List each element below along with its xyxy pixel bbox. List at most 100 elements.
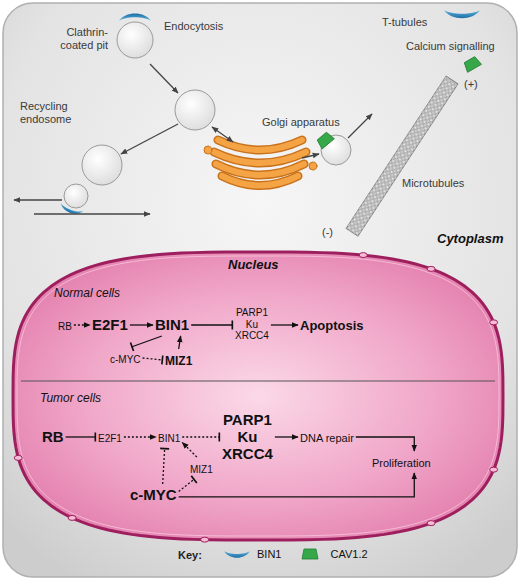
nuclear-pore (490, 320, 498, 325)
trafficking-arrow (14, 64, 372, 214)
vesicle (82, 145, 122, 185)
node-text: Cytoplasm (437, 232, 503, 247)
golgi-apparatus (216, 164, 304, 175)
microtubule (346, 76, 458, 236)
node-text: E2F1 (98, 433, 122, 445)
nuclear-pore (201, 537, 209, 542)
outcome-label: Apoptosis (300, 316, 364, 334)
part-label: Microtubules (402, 177, 464, 190)
activation-connector (182, 442, 197, 457)
gene-label: RB (58, 316, 72, 334)
activation-connector (130, 324, 153, 325)
vesicle (64, 184, 88, 208)
microtubule (346, 76, 458, 236)
node-text: RB (42, 428, 64, 445)
inhibition-connector (182, 436, 220, 437)
part-label: Calcium signalling (406, 40, 495, 53)
part-label: Clathrin-coated pit (44, 26, 108, 52)
nuclear-pore (427, 521, 435, 526)
endosome-bin1 (59, 203, 84, 217)
node-text: MIZ1 (190, 464, 213, 476)
outcome-label: Proliferation (372, 453, 431, 471)
part-label: Golgi apparatus (262, 116, 340, 129)
gene-label: MIZ1 (165, 351, 192, 369)
inhibition-connector (191, 324, 233, 325)
activation-connector (356, 437, 414, 451)
outcome-label: DNA repair (300, 428, 354, 446)
trafficking-arrow (348, 114, 372, 138)
golgi-apparatus (214, 152, 306, 163)
golgi-apparatus (309, 162, 317, 170)
node-text: PARP1 Ku XRCC4 (222, 411, 273, 463)
bin1-symbol (224, 551, 250, 558)
golgi-apparatus (204, 140, 317, 186)
legend: BIN1 CAV1.2 (222, 547, 382, 561)
node-text: c-MYC (110, 354, 141, 366)
tumor-cells-panel: Tumor cellsRB E2F1 BIN1MIZ1 PARP1 Ku XRCC4 D… (36, 390, 476, 520)
membrane-bin1 (119, 14, 151, 22)
nuclear-envelope (13, 252, 503, 540)
activation-connector (271, 324, 298, 325)
gene-label: BIN1 (155, 316, 189, 334)
node-text: DNA repair (300, 432, 354, 445)
part-label: (-) (322, 226, 333, 239)
golgi-apparatus (204, 146, 212, 154)
nuclear-pore (359, 253, 367, 258)
part-label: Endocytosis (164, 20, 223, 33)
trafficking-arrow (121, 124, 178, 154)
golgi-apparatus (216, 164, 304, 175)
node-text: Apoptosis (300, 319, 364, 334)
normal-cells-panel: Normal cellsRBE2F1BIN1c-MYCMIZ1PARP1 Ku … (50, 287, 470, 372)
nuclear-pore (490, 467, 498, 472)
trafficking-arrow (34, 213, 150, 214)
trafficking-arrow (212, 127, 233, 142)
microtubule (346, 76, 458, 236)
gene-label: E2F1 (92, 316, 128, 334)
node-text: MIZ1 (165, 355, 192, 369)
node-text: E2F1 (92, 316, 128, 333)
vesicle (175, 90, 215, 130)
vesicle (117, 22, 153, 58)
cav12-channel (316, 56, 482, 149)
golgi-apparatus (218, 140, 302, 150)
node-text: Tumor cells (40, 392, 101, 406)
node-text: Nucleus (228, 258, 279, 273)
part-label: Recycling endosome (20, 100, 82, 126)
cav12-channel (316, 131, 335, 149)
gene-label: c-MYC (110, 349, 141, 367)
gene-label: c-MYC (130, 486, 177, 504)
activation-connector (124, 436, 156, 437)
inhibition-connector (66, 436, 96, 437)
membrane-bin1 (444, 10, 480, 18)
trafficking-arrow (150, 64, 178, 93)
part-label: T-tubules (382, 16, 427, 29)
inhibition-connector (143, 358, 163, 360)
part-label: Key: (178, 549, 202, 562)
legend-text: CAV1.2 (330, 548, 367, 561)
nuclear-pore (68, 515, 76, 520)
gene-label: BIN1 (158, 428, 180, 446)
activation-connector (179, 473, 415, 497)
node-text: BIN1 (155, 316, 189, 333)
cell-body (3, 3, 517, 577)
inhibition-connector (179, 479, 195, 491)
inhibition-connector (163, 448, 165, 484)
legend-item: BIN1 (222, 547, 281, 561)
trafficking-arrow (14, 199, 62, 200)
part-label: (+) (464, 78, 478, 91)
node-text: BIN1 (158, 433, 180, 445)
nuclear-envelope (17, 256, 499, 536)
cell-body (3, 3, 517, 577)
activation-connector (275, 436, 298, 437)
legend-swatch (222, 547, 252, 561)
gene-stack: PARP1 Ku XRCC4 (222, 411, 273, 464)
node-text: PARP1 Ku XRCC4 (235, 307, 269, 342)
gene-label: RB (42, 428, 64, 446)
legend-swatch (295, 547, 325, 561)
node-text: RB (58, 321, 72, 333)
activation-connector (179, 336, 181, 349)
nuclear-pore (14, 455, 22, 460)
inhibition-connector (131, 336, 161, 347)
golgi-apparatus (214, 152, 306, 163)
